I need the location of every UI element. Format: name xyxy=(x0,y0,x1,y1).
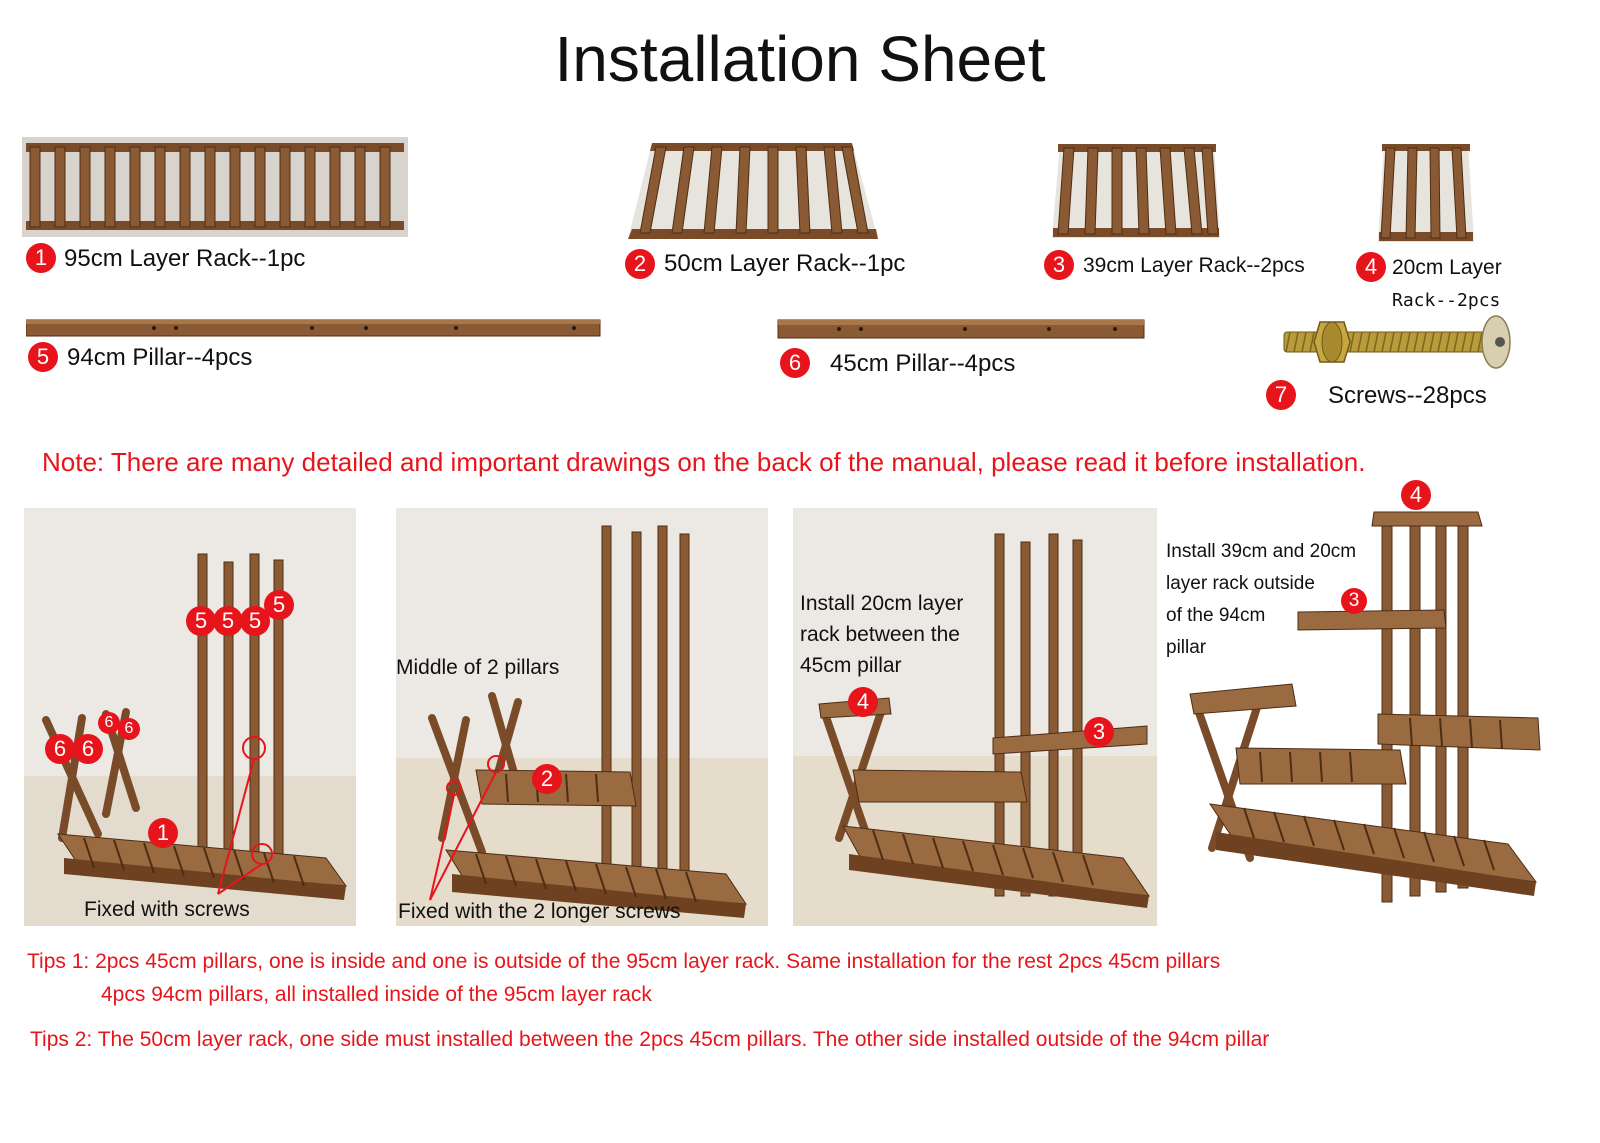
step-3-text-line1: Install 20cm layer xyxy=(800,592,964,615)
step-1-badge-5b: 5 xyxy=(213,606,243,636)
part-5-label: 94cm Pillar--4pcs xyxy=(67,344,253,371)
step-1-caption: Fixed with screws xyxy=(84,898,250,921)
part-2-badge: 2 xyxy=(625,249,655,279)
step-3-badge-3: 3 xyxy=(1084,717,1114,747)
step-2-badge-2: 2 xyxy=(532,764,562,794)
step-3-text-line2: rack between the xyxy=(800,623,960,646)
step-1-photo: 5 5 5 5 6 6 6 6 1 Fixed with screws xyxy=(24,508,356,926)
step-1-badge-6a: 6 xyxy=(45,734,75,764)
part-1-badge: 1 xyxy=(26,243,56,273)
part-4-badge: 4 xyxy=(1356,252,1386,282)
step-4-text-line3: of the 94cm xyxy=(1166,605,1266,626)
step-1-badge-5d: 5 xyxy=(264,590,294,620)
step-3-text-line3: 45cm pillar xyxy=(800,654,902,677)
tip-2: Tips 2: The 50cm layer rack, one side mu… xyxy=(30,1028,1270,1051)
part-6-image xyxy=(777,318,1147,342)
tip-1-line-2: 4pcs 94cm pillars, all installed inside … xyxy=(101,983,652,1006)
part-7-badge: 7 xyxy=(1266,380,1296,410)
step-4-badge-4: 4 xyxy=(1401,480,1431,510)
part-3-badge: 3 xyxy=(1044,250,1074,280)
part-5-badge: 5 xyxy=(28,342,58,372)
note-text: Note: There are many detailed and import… xyxy=(42,447,1366,477)
step-1-badge-5a: 5 xyxy=(186,606,216,636)
part-5-image xyxy=(25,318,602,340)
step-1-badge-6b: 6 xyxy=(73,734,103,764)
part-7-label: Screws--28pcs xyxy=(1328,382,1487,409)
page-title: Installation Sheet xyxy=(554,23,1046,95)
part-3-image xyxy=(1050,140,1222,242)
step-1-badge-6d: 6 xyxy=(118,718,140,740)
step-1-badge-6c: 6 xyxy=(98,712,120,734)
step-4-text-line2: layer rack outside xyxy=(1166,573,1315,594)
step-4-text-line1: Install 39cm and 20cm xyxy=(1166,541,1357,562)
part-4-label-line2: Rack--2pcs xyxy=(1392,290,1501,311)
part-1-label: 95cm Layer Rack--1pc xyxy=(64,245,306,272)
step-2-photo: Middle of 2 pillars 2 Fixed with the 2 l… xyxy=(396,508,768,926)
step-4-text-line4: pillar xyxy=(1166,637,1207,658)
part-1-image xyxy=(22,137,408,237)
part-4-image xyxy=(1376,140,1476,246)
part-6-badge: 6 xyxy=(780,348,810,378)
step-4-photo: Install 39cm and 20cm layer rack outside… xyxy=(1160,478,1560,930)
part-2-image xyxy=(626,139,882,243)
part-6-label: 45cm Pillar--4pcs xyxy=(830,350,1016,377)
step-3-photo: Install 20cm layer rack between the 45cm… xyxy=(793,508,1157,926)
step-3-badge-4: 4 xyxy=(848,687,878,717)
part-4-label-line1: 20cm Layer xyxy=(1392,256,1502,279)
step-4-badge-3: 3 xyxy=(1341,588,1367,614)
part-2-label: 50cm Layer Rack--1pc xyxy=(664,250,906,277)
step-1-badge-1: 1 xyxy=(148,818,178,848)
step-2-caption: Fixed with the 2 longer screws xyxy=(398,900,681,923)
tip-1-line-1: Tips 1: 2pcs 45cm pillars, one is inside… xyxy=(27,950,1221,973)
part-7-screw-image xyxy=(1282,310,1514,372)
part-3-label: 39cm Layer Rack--2pcs xyxy=(1083,254,1305,277)
step-2-top-label: Middle of 2 pillars xyxy=(396,656,560,679)
